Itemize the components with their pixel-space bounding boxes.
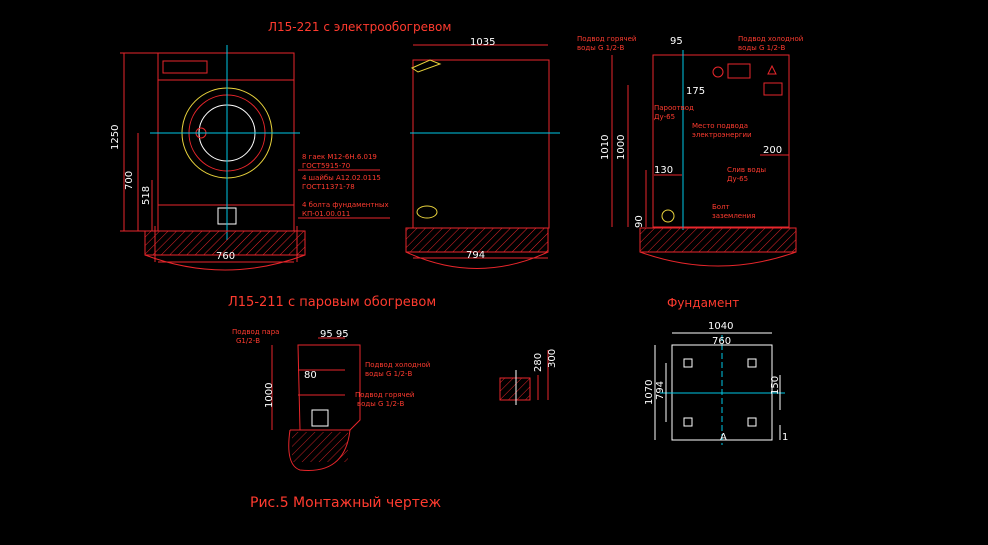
svg-text:КП-01.00.011: КП-01.00.011 (302, 210, 350, 218)
dim-200: 200 (763, 145, 782, 156)
svg-text:4 болта фундаментных: 4 болта фундаментных (302, 201, 389, 209)
dim-1010: 1010 (600, 135, 611, 160)
svg-text:Слив воды: Слив воды (727, 166, 766, 174)
front-view (120, 45, 306, 271)
dim-95-95: 95 95 (320, 329, 349, 340)
dim-794-foundation: 794 (655, 381, 666, 400)
title-figure: Рис.5 Монтажный чертеж (250, 495, 441, 511)
svg-text:ГОСТ5915-70: ГОСТ5915-70 (302, 162, 350, 170)
steam-view (271, 337, 361, 471)
svg-text:воды G 1/2-В: воды G 1/2-В (738, 44, 785, 52)
steam-hot-label-2: воды G 1/2-В (357, 400, 404, 408)
svg-text:электроэнергии: электроэнергии (692, 131, 752, 139)
title-electric: Л15-221 с электрообогревом (268, 20, 451, 34)
svg-text:8 гаек М12-6Н.6.019: 8 гаек М12-6Н.6.019 (302, 153, 377, 161)
steam-cold-label-2: воды G 1/2-В (365, 370, 412, 378)
dim-80: 80 (304, 370, 317, 381)
title-steam: Л15-211 с паровым обогревом (228, 295, 436, 310)
dim-130: 130 (654, 165, 673, 176)
dim-150: 150 (770, 376, 781, 395)
dim-95-back: 95 (670, 36, 683, 47)
label-1: 1 (782, 432, 788, 443)
svg-text:Болт: Болт (712, 203, 730, 211)
dim-518: 518 (141, 186, 152, 205)
svg-text:Место подвода: Место подвода (692, 122, 748, 130)
steam-cold-label-1: Подвод холодной (365, 361, 430, 369)
svg-text:воды G 1/2-В: воды G 1/2-В (577, 44, 624, 52)
foundation-plan (654, 332, 785, 445)
svg-text:Ду-65: Ду-65 (727, 175, 748, 183)
dim-1000-steam: 1000 (264, 383, 275, 408)
steam-inlet-label-1: Подвод пара (232, 328, 279, 336)
svg-text:Подвод холодной: Подвод холодной (738, 35, 803, 43)
label-a: A (720, 432, 727, 443)
dim-1070: 1070 (644, 380, 655, 405)
svg-text:ГОСТ11371-78: ГОСТ11371-78 (302, 183, 355, 191)
dim-300: 300 (547, 349, 558, 368)
dim-1040: 1040 (708, 321, 733, 332)
dim-760: 760 (216, 251, 235, 262)
svg-text:4 шайбы А12.02.0115: 4 шайбы А12.02.0115 (302, 174, 381, 182)
dim-794: 794 (466, 250, 485, 261)
dim-1000-back: 1000 (616, 135, 627, 160)
hardware-note: 8 гаек М12-6Н.6.019 ГОСТ5915-70 4 шайбы … (298, 153, 390, 219)
dim-90: 90 (634, 215, 645, 228)
dim-1250: 1250 (110, 125, 121, 150)
svg-text:Ду-65: Ду-65 (654, 113, 675, 121)
bolt-detail (499, 350, 549, 405)
svg-text:заземления: заземления (712, 212, 755, 220)
dim-175: 175 (686, 86, 705, 97)
dim-280: 280 (533, 353, 544, 372)
svg-text:Пароотвод: Пароотвод (654, 104, 694, 112)
dim-1035: 1035 (470, 37, 495, 48)
side-view (405, 44, 560, 269)
back-labels: Подвод горячей воды G 1/2-В Подвод холод… (577, 35, 803, 220)
dim-700: 700 (124, 171, 135, 190)
steam-hot-label-1: Подвод горячей (355, 391, 414, 399)
steam-inlet-label-2: G1/2-В (236, 337, 260, 345)
back-view (611, 50, 797, 267)
title-foundation: Фундамент (667, 296, 739, 310)
svg-text:Подвод горячей: Подвод горячей (577, 35, 636, 43)
dim-760-foundation: 760 (712, 336, 731, 347)
